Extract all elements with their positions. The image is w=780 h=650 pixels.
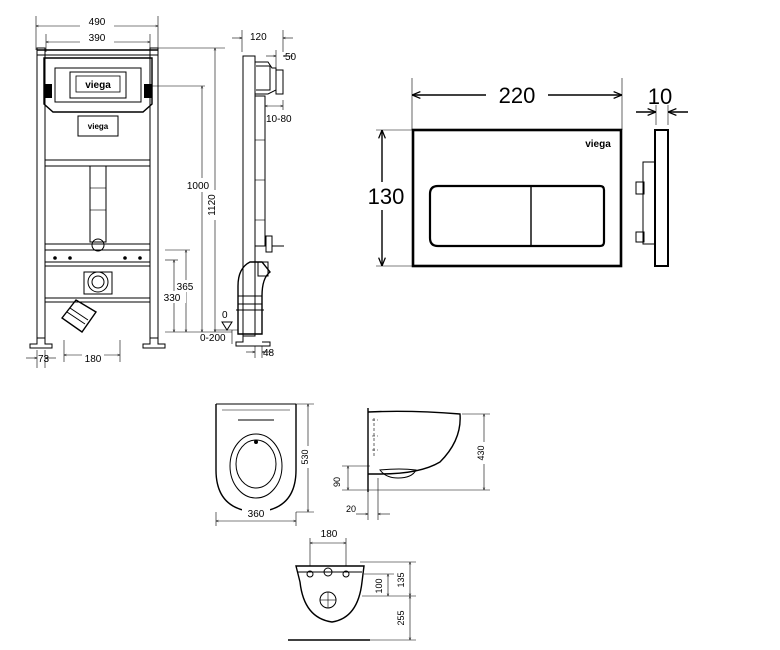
dim-1000: 1000 [187,181,210,192]
dim-100: 100 [374,578,384,593]
dim-73: 73 [38,354,50,365]
dim-530: 530 [300,449,310,464]
dim-50: 50 [285,52,297,63]
flush-plate [411,128,623,268]
dim-180: 180 [85,354,102,365]
dim-430: 430 [476,445,486,460]
dim-90: 90 [332,477,342,487]
dim-120: 120 [250,32,267,43]
flush-buttons [428,184,606,248]
dim-220: 220 [499,83,536,108]
dim-48: 48 [263,348,275,359]
viega-logo-plate: viega [585,139,611,150]
dim-130: 130 [368,184,405,209]
dim-20: 20 [346,504,356,514]
dim-255: 255 [396,610,406,625]
dim-490: 490 [89,17,106,28]
dim-level-0: 0 [222,310,228,321]
dim-365: 365 [177,282,194,293]
dim-rear-180: 180 [321,529,338,540]
dim-360: 360 [248,509,265,520]
toilet-rear-view: 180 100 135 255 [288,528,416,641]
viega-logo-frame: viega [88,122,109,131]
dim-390: 390 [89,33,106,44]
frame-side-view: 120 50 10-80 0 0-200 [200,30,297,359]
flush-plate-side-view: 10 [635,84,688,267]
viega-logo-cistern: viega [85,80,111,91]
dim-10-80: 10-80 [266,114,292,125]
frame-front-view: 490 390 viega viega [26,15,232,368]
toilet-side-view: 430 90 20 [332,408,490,520]
dim-10: 10 [648,84,672,109]
dim-1120: 1120 [207,194,218,216]
toilet-top-view: 530 360 [215,403,314,526]
dim-330: 330 [164,293,181,304]
flush-plate-front-view: 220 130 viega [364,78,623,268]
dim-0-200: 0-200 [200,333,226,344]
dim-135: 135 [396,572,406,587]
